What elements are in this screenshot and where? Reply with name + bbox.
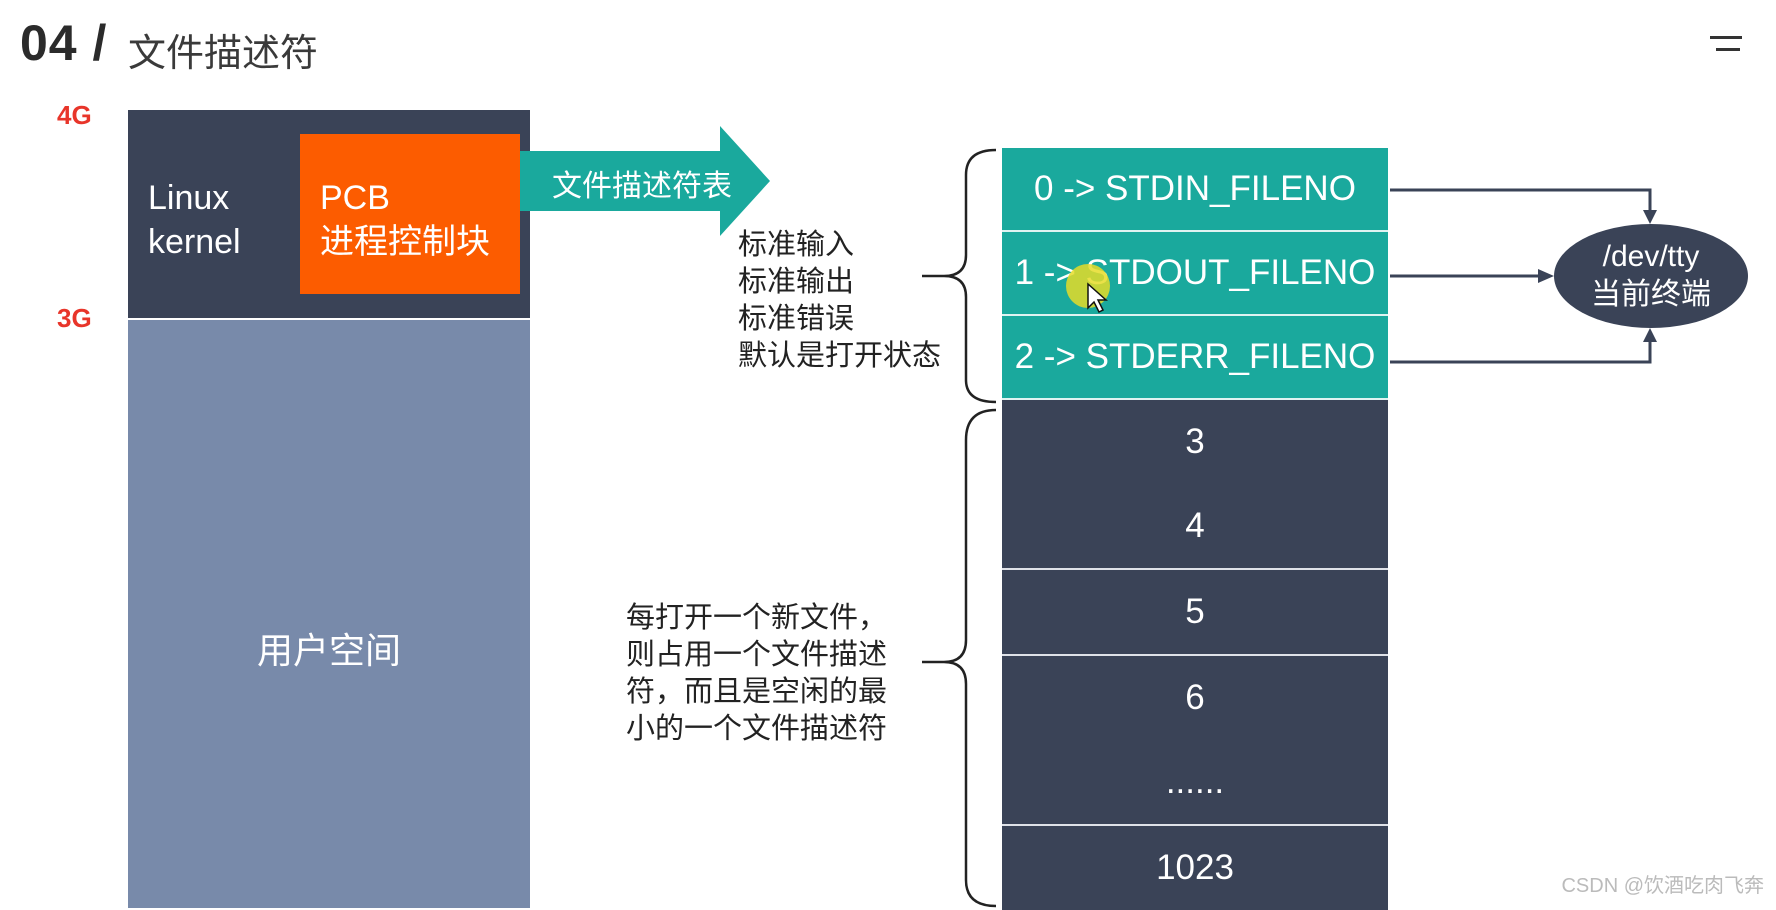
fd-row-separator — [1002, 824, 1388, 826]
terminal-device: /dev/tty — [1602, 240, 1700, 273]
fd-row-6: 6 — [1002, 656, 1388, 740]
memory-3g-label: 3G — [57, 303, 92, 333]
page-title: 文件描述符 — [128, 31, 319, 75]
standard-fd-annotation: 标准输入 标准输出 标准错误 默认是打开状态 — [738, 226, 941, 374]
pcb-subtitle: 进程控制块 — [320, 222, 490, 262]
fd-table: 0 -> STDIN_FILENO 1 -> STDOUT_FILENO 2 -… — [1002, 148, 1388, 910]
annotation-line: 标准错误 — [738, 301, 855, 335]
pcb-title: PCB — [320, 179, 390, 217]
fd-row-stderr: 2 -> STDERR_FILENO — [1002, 316, 1388, 400]
annotation-line: 小的一个文件描述符 — [626, 711, 888, 745]
fd-row-separator — [1002, 568, 1388, 570]
annotation-line: 每打开一个新文件， — [626, 600, 888, 634]
fd-table-arrow — [520, 126, 770, 236]
slide-number: 04 / — [20, 15, 108, 71]
kernel-label: Linux kernel — [148, 179, 241, 261]
annotation-line: 符，而且是空闲的最 — [626, 674, 888, 708]
menu-icon[interactable] — [1710, 34, 1746, 58]
fd-row-3: 3 — [1002, 400, 1388, 484]
fd-row-stdout: 1 -> STDOUT_FILENO — [1002, 232, 1388, 316]
memory-4g-label: 4G — [57, 100, 92, 130]
annotation-line: 默认是打开状态 — [738, 338, 942, 372]
user-space-label: 用户空间 — [256, 631, 401, 672]
fd-table-arrow-label: 文件描述符表 — [552, 169, 732, 204]
fd-row-ellipsis: ...... — [1002, 740, 1388, 824]
fd-row-1023: 1023 — [1002, 826, 1388, 910]
terminal-node: /dev/tty 当前终端 — [1554, 224, 1748, 328]
fd-row-stdin: 0 -> STDIN_FILENO — [1002, 148, 1388, 232]
fd-row-4: 4 — [1002, 484, 1388, 568]
fd-row-separator — [1002, 654, 1388, 656]
terminal-label: 当前终端 — [1591, 277, 1711, 312]
annotation-line: 则占用一个文件描述 — [626, 637, 888, 671]
watermark: CSDN @饮酒吃肉飞奔 — [1561, 875, 1764, 897]
fd-row-5: 5 — [1002, 570, 1388, 654]
mouse-cursor-icon — [1087, 282, 1108, 314]
new-file-annotation: 每打开一个新文件， 则占用一个文件描述 符，而且是空闲的最 小的一个文件描述符 — [626, 599, 887, 747]
pcb-block — [300, 134, 520, 294]
annotation-line: 标准输入 — [738, 227, 855, 261]
user-space-block — [128, 320, 530, 908]
annotation-line: 标准输出 — [738, 264, 855, 298]
pcb-label: PCB 进程控制块 — [320, 176, 490, 264]
